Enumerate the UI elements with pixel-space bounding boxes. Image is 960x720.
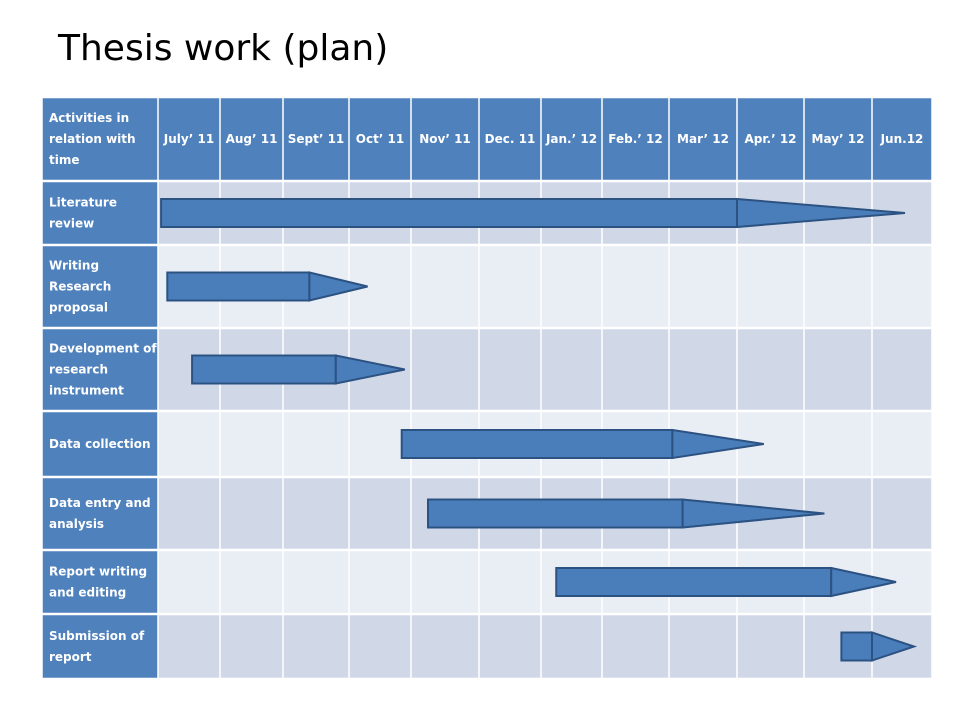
task-bar (166, 271, 311, 302)
column-header: Apr.’ 12 (744, 132, 796, 146)
task-bar-tip (871, 631, 918, 662)
chart-title: Thesis work (plan) (58, 28, 389, 69)
column-header: Jan.’ 12 (545, 132, 597, 146)
row-label-cell (42, 245, 158, 328)
column-header: Jun.12 (880, 132, 924, 146)
task-bar (160, 198, 739, 228)
row-label-cell (42, 411, 158, 477)
task-bar (191, 354, 337, 385)
task-bar-tip (736, 197, 906, 229)
column-header: Nov’ 11 (419, 132, 471, 146)
task-bar (427, 498, 684, 529)
column-header: Dec. 11 (485, 132, 536, 146)
column-header: July’ 11 (163, 132, 214, 146)
column-header: Sept’ 11 (288, 132, 345, 146)
task-bar (555, 567, 833, 597)
row-label-cell (42, 181, 158, 245)
header-row (42, 97, 932, 181)
column-header: Mar’ 12 (677, 132, 729, 146)
row-label-cell (42, 477, 158, 550)
row-label-cell (42, 328, 158, 411)
column-header: Aug’ 11 (226, 132, 278, 146)
task-bar (400, 429, 674, 459)
column-header: May’ 12 (812, 132, 865, 146)
task-bar-tip (830, 566, 897, 598)
task-bar-tip (671, 428, 764, 460)
column-header: Feb.’ 12 (608, 132, 662, 146)
task-bar-tip (308, 271, 368, 302)
task-bar-tip (681, 498, 825, 529)
row-band (158, 614, 932, 679)
task-bar (840, 631, 874, 662)
row-label-cell (42, 550, 158, 614)
column-header: Oct’ 11 (356, 132, 405, 146)
task-bar-tip (334, 354, 405, 385)
row-label: Data collection (49, 437, 151, 451)
row-label-cell (42, 614, 158, 679)
